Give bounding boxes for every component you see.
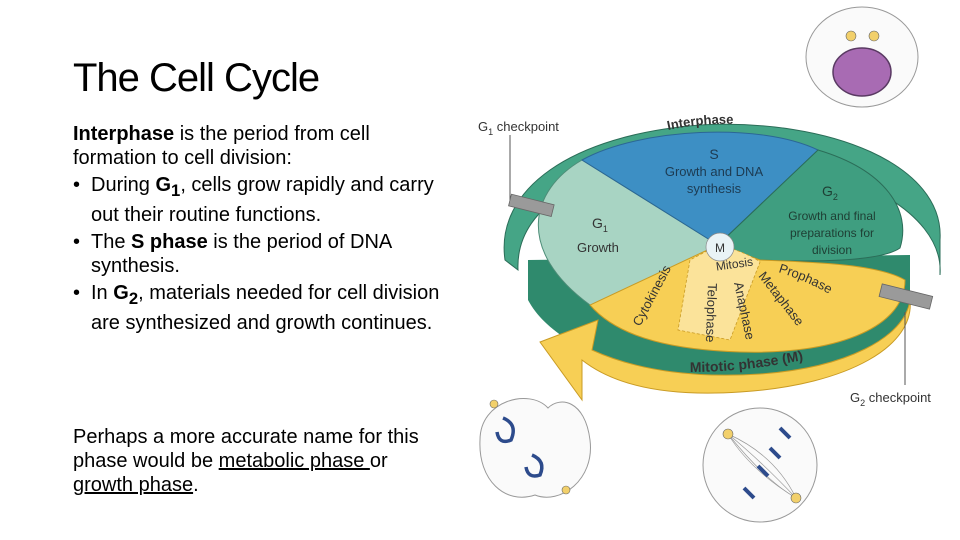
bullet-g2-bold: G bbox=[113, 282, 129, 304]
interphase-term: Interphase bbox=[73, 123, 175, 145]
g2-checkpoint-label: G2 checkpoint bbox=[850, 390, 931, 408]
intro-paragraph: Interphase is the period from cell forma… bbox=[73, 122, 453, 170]
bullet-g1-post: , cells grow rapidly and carry out their… bbox=[91, 174, 434, 226]
telophase-label: Telophase bbox=[703, 283, 720, 343]
bullet-list: During G1, cells grow rapidly and carry … bbox=[73, 173, 453, 335]
mitosis-label: Mitosis bbox=[715, 255, 754, 274]
closing-paragraph: Perhaps a more accurate name for this ph… bbox=[73, 425, 453, 497]
m-label: M bbox=[715, 241, 725, 255]
bullet-s: The S phase is the period of DNA synthes… bbox=[73, 230, 453, 278]
g1-checkpoint-label: G1 checkpoint bbox=[478, 119, 559, 137]
metaphase-cell-illustration bbox=[702, 407, 818, 523]
metabolic-phase-term: metabolic phase bbox=[218, 450, 370, 472]
bullet-g1-sub: 1 bbox=[171, 181, 181, 200]
slide-title: The Cell Cycle bbox=[73, 56, 320, 100]
telophase-cell-illustration bbox=[479, 398, 591, 498]
bullet-g2-pre: In bbox=[91, 282, 114, 304]
interphase-cell-illustration bbox=[805, 6, 919, 108]
g2-label: G2 bbox=[822, 183, 838, 202]
g2-checkpoint-marker bbox=[878, 283, 934, 385]
g1-desc: Growth bbox=[577, 240, 619, 255]
bullet-g2-post: , materials needed for cell division are… bbox=[91, 282, 440, 334]
closing-mid: or bbox=[369, 450, 388, 472]
bullet-g2: In G2, materials needed for cell divisio… bbox=[73, 281, 453, 335]
closing-post: . bbox=[193, 474, 199, 496]
bullet-s-pre: The bbox=[91, 231, 132, 253]
g2-desc-line-1: Growth and final bbox=[788, 209, 875, 223]
g1-label: G1 bbox=[592, 215, 608, 234]
bullet-s-post: is the period of DNA synthesis. bbox=[91, 231, 392, 277]
growth-phase-term: growth phase bbox=[73, 474, 194, 496]
bullet-g1: During G1, cells grow rapidly and carry … bbox=[73, 173, 453, 227]
s-desc-line-1: Growth and DNA bbox=[665, 164, 764, 179]
g2-slice bbox=[717, 149, 904, 262]
s-desc-line-2: synthesis bbox=[687, 181, 742, 196]
g2-desc-line-2: preparations for bbox=[790, 226, 874, 240]
s-label: S bbox=[709, 146, 718, 162]
bullet-g2-sub: 2 bbox=[128, 289, 139, 308]
bullet-g1-pre: During bbox=[91, 174, 156, 196]
g2-desc-line-3: division bbox=[812, 243, 852, 257]
bullet-g2-term: G2 bbox=[113, 282, 138, 308]
bullet-g1-bold: G bbox=[155, 174, 172, 196]
body-text: Interphase is the period from cell forma… bbox=[73, 122, 453, 338]
closing-pre: Perhaps a more accurate name for this ph… bbox=[73, 426, 419, 472]
intro-text: is the period from cell formation to cel… bbox=[73, 123, 370, 169]
g1-checkpoint-marker bbox=[508, 135, 555, 217]
disk-top bbox=[537, 131, 906, 353]
mitotic-slice bbox=[589, 244, 906, 353]
mitotic-arrow bbox=[539, 299, 911, 402]
s-slice bbox=[581, 131, 819, 246]
bullet-g1-term: G1 bbox=[155, 174, 180, 200]
bullet-s-bold: S phase bbox=[131, 231, 208, 253]
